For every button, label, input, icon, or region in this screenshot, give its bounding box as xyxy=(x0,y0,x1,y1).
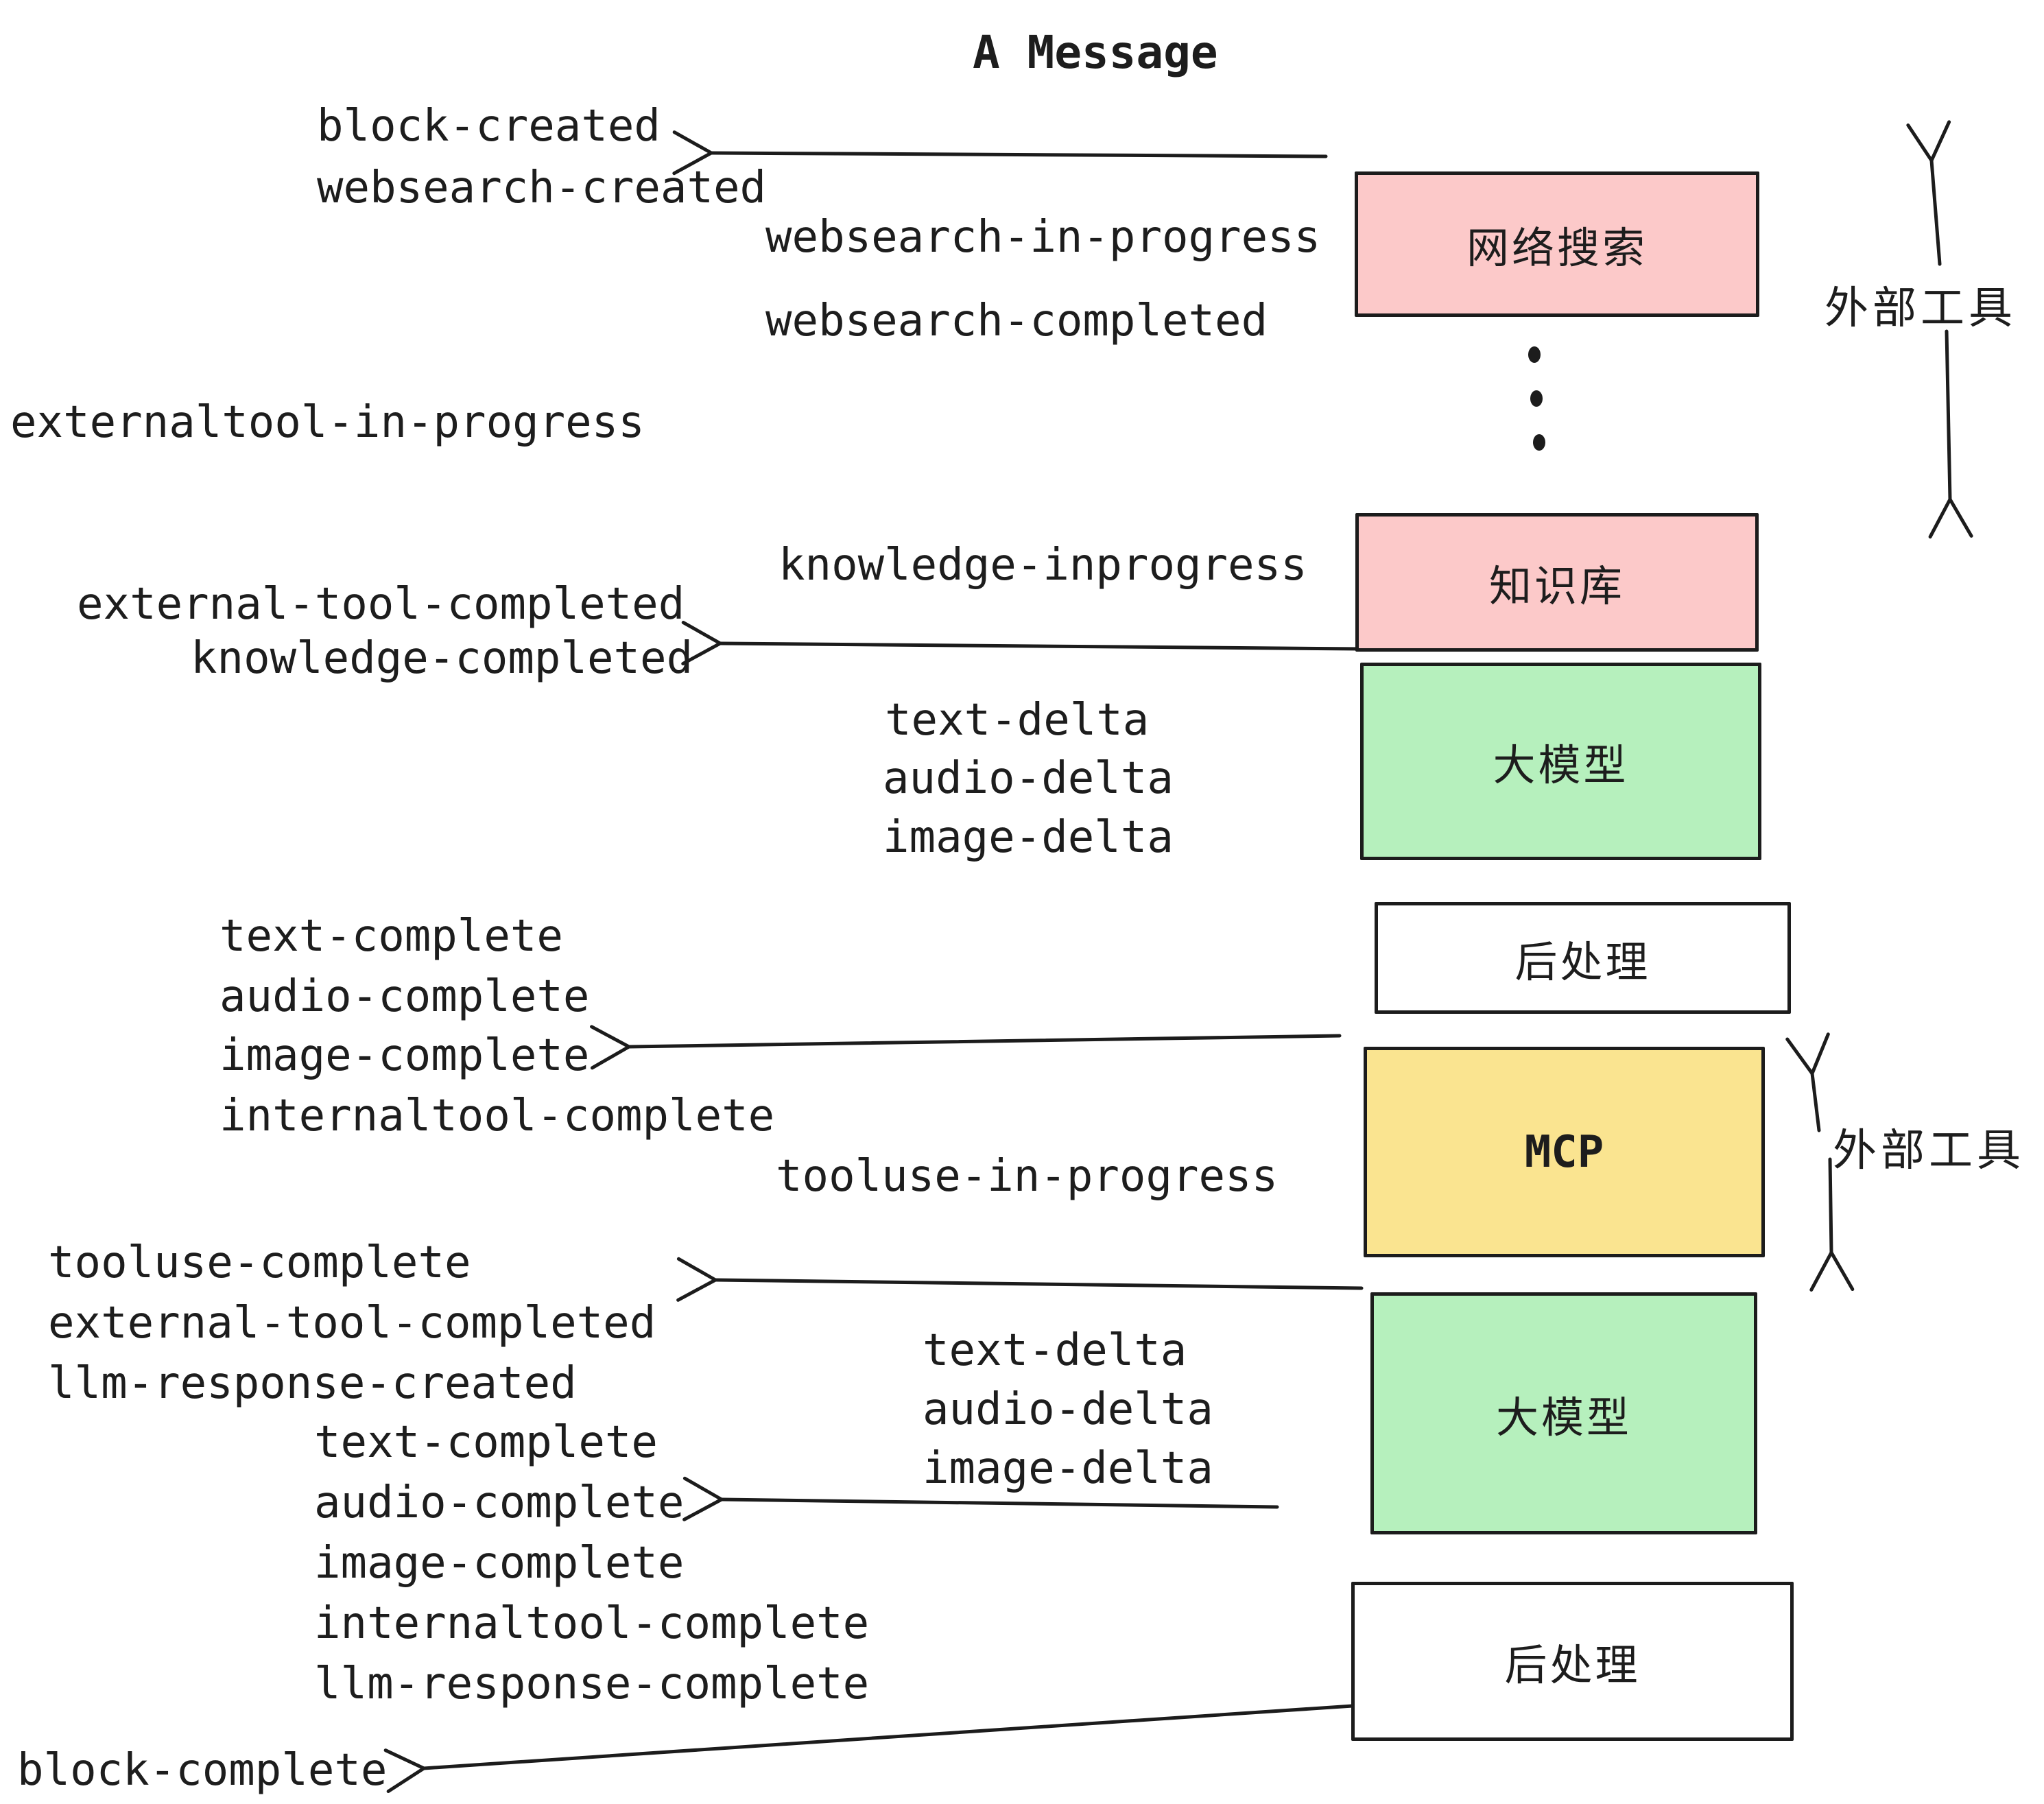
node-box-post-1: 后处理 xyxy=(1375,902,1791,1014)
node-box-knowledge: 知识库 xyxy=(1355,513,1759,652)
node-box-websearch: 网络搜索 xyxy=(1355,171,1759,317)
arrow-external-span-1-up xyxy=(1906,120,1951,266)
event-label-audio-complete-23: audio-complete xyxy=(314,1477,685,1528)
node-label-knowledge: 知识库 xyxy=(1488,561,1625,611)
event-label-audio-delta-9: audio-delta xyxy=(883,753,1174,804)
event-label-llm-response-created-18: llm-response-created xyxy=(48,1358,577,1409)
event-label-audio-delta-20: audio-delta xyxy=(923,1384,1213,1435)
side-label-external-tools-1: 外部工具 xyxy=(1825,283,2017,334)
event-label-knowledge-completed-7: knowledge-completed xyxy=(191,633,693,684)
event-label-image-complete-24: image-complete xyxy=(314,1538,685,1589)
node-label-mcp: MCP xyxy=(1524,1126,1604,1178)
node-label-post-1: 后处理 xyxy=(1514,936,1651,987)
ellipsis-dot-1 xyxy=(1528,346,1541,363)
ellipsis-dot-2 xyxy=(1530,390,1543,407)
node-label-websearch: 网络搜索 xyxy=(1466,223,1648,273)
event-label-tooluse-complete-16: tooluse-complete xyxy=(48,1237,471,1288)
arrow-external-span-2-up xyxy=(1785,1032,1830,1132)
node-label-llm-1: 大模型 xyxy=(1493,740,1629,790)
arrow-to-tooluse-complete xyxy=(676,1257,1364,1302)
arrow-external-span-1-down xyxy=(1928,329,1973,539)
arrow-to-image-complete xyxy=(590,1025,1342,1070)
diagram-title: A Message xyxy=(973,26,1218,79)
arrow-to-audio-complete-2 xyxy=(682,1476,1279,1521)
event-label-text-complete-22: text-complete xyxy=(314,1417,658,1468)
event-label-external-tool-completed-6: external-tool-completed xyxy=(77,579,685,630)
event-label-llm-response-complete-26: llm-response-complete xyxy=(314,1659,870,1709)
arrow-external-span-2-down xyxy=(1809,1157,1855,1292)
event-label-block-complete-27: block-complete xyxy=(17,1745,388,1796)
event-label-tooluse-in-progress-15: tooluse-in-progress xyxy=(776,1151,1279,1202)
event-label-internaltool-complete-25: internaltool-complete xyxy=(314,1598,870,1649)
node-box-llm-2: 大模型 xyxy=(1370,1292,1757,1534)
event-label-image-delta-10: image-delta xyxy=(883,812,1174,863)
event-label-text-delta-19: text-delta xyxy=(923,1325,1187,1376)
event-label-image-complete-13: image-complete xyxy=(219,1030,590,1081)
arrow-to-block-complete xyxy=(383,1704,1355,1794)
node-label-post-2: 后处理 xyxy=(1504,1640,1641,1690)
event-label-image-delta-21: image-delta xyxy=(923,1443,1213,1494)
arrow-to-block-created xyxy=(672,130,1328,176)
event-label-text-delta-8: text-delta xyxy=(885,695,1150,746)
event-label-externaltool-in-progress-4: externaltool-in-progress xyxy=(10,397,645,448)
node-box-llm-1: 大模型 xyxy=(1360,663,1761,860)
event-label-internaltool-complete-14: internaltool-complete xyxy=(219,1091,775,1141)
side-label-external-tools-2: 外部工具 xyxy=(1833,1126,2025,1176)
event-label-block-created-0: block-created xyxy=(317,101,661,152)
event-label-external-tool-completed-17: external-tool-completed xyxy=(48,1298,656,1349)
node-box-post-2: 后处理 xyxy=(1351,1582,1794,1741)
event-label-websearch-completed-3: websearch-completed xyxy=(765,296,1268,346)
ellipsis-dot-3 xyxy=(1533,434,1545,451)
event-label-websearch-created-1: websearch-created xyxy=(317,163,767,213)
event-label-knowledge-inprogress-5: knowledge-inprogress xyxy=(779,540,1307,591)
node-label-llm-2: 大模型 xyxy=(1495,1392,1632,1443)
arrow-to-knowledge-completed xyxy=(681,621,1362,666)
event-label-audio-complete-12: audio-complete xyxy=(219,971,590,1022)
event-label-text-complete-11: text-complete xyxy=(219,911,563,962)
node-box-mcp: MCP xyxy=(1364,1047,1765,1257)
event-label-websearch-in-progress-2: websearch-in-progress xyxy=(765,212,1321,263)
